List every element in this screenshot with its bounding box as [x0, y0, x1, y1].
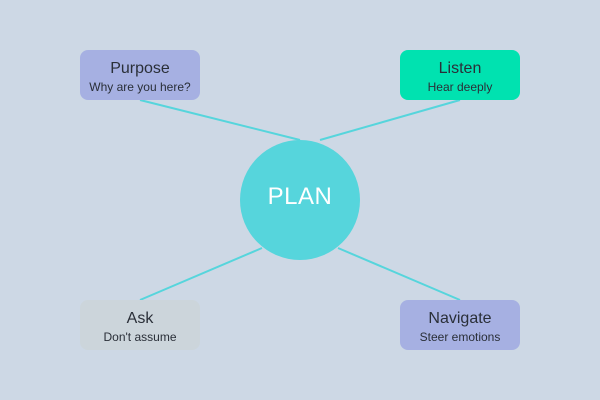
- connector-purpose: [139, 99, 301, 141]
- node-listen-title: Listen: [438, 60, 482, 77]
- node-purpose-title: Purpose: [110, 60, 170, 77]
- connector-listen: [319, 99, 461, 141]
- node-ask-title: Ask: [126, 310, 154, 327]
- node-listen-subtitle: Hear deeply: [427, 80, 493, 94]
- node-ask: Ask Don't assume: [80, 300, 200, 350]
- node-purpose-subtitle: Why are you here?: [89, 80, 191, 94]
- node-navigate: Navigate Steer emotions: [400, 300, 520, 350]
- center-node-label: PLAN: [267, 183, 333, 210]
- node-navigate-title: Navigate: [428, 310, 492, 327]
- connector-navigate: [337, 247, 461, 301]
- node-listen: Listen Hear deeply: [400, 50, 520, 100]
- node-navigate-subtitle: Steer emotions: [419, 330, 501, 344]
- node-purpose: Purpose Why are you here?: [80, 50, 200, 100]
- node-ask-subtitle: Don't assume: [103, 330, 177, 344]
- connector-ask: [139, 247, 263, 301]
- center-node-plan: PLAN: [240, 140, 360, 260]
